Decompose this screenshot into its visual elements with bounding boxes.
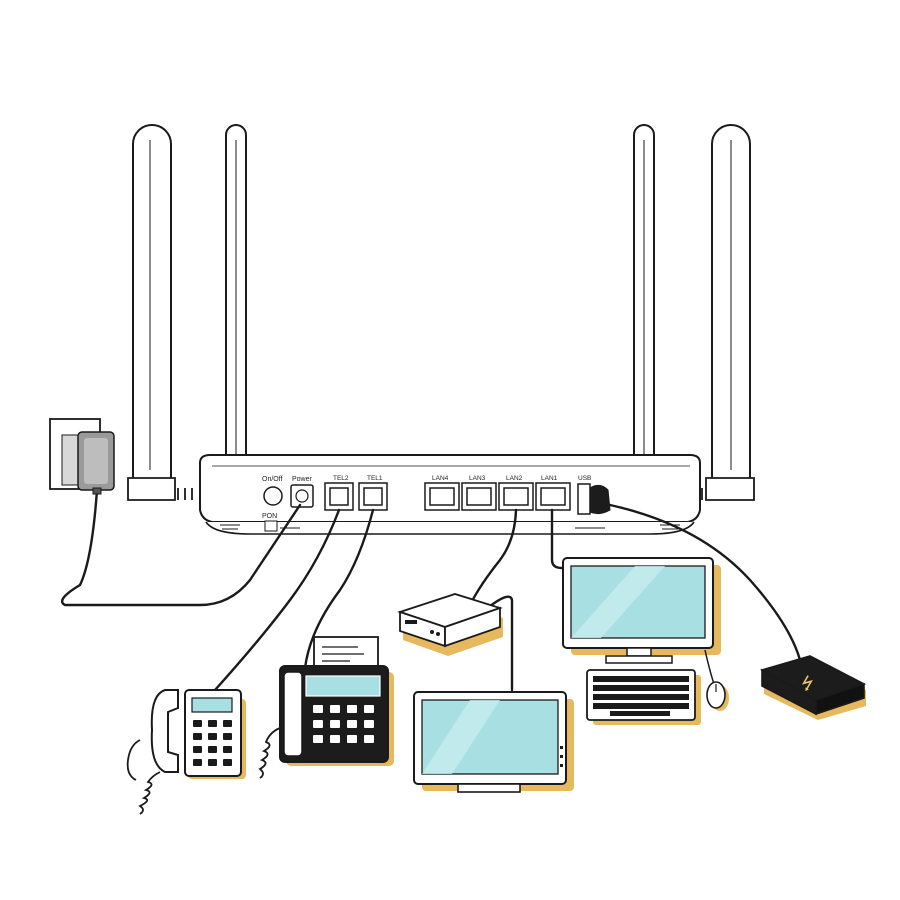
usb-port[interactable] [577,483,591,515]
lan1-label: LAN1 [541,475,558,482]
cables [60,488,802,692]
fax-machine-icon [258,636,394,779]
usb-label: USB [578,475,591,482]
telephone-icon [126,689,246,815]
usb-port-section: USB [577,475,611,515]
usb-drive-icon: ⭍ [759,655,867,720]
lan4-label: LAN4 [432,475,449,482]
pon-label: PON [262,513,277,520]
tel2-label: TEL2 [333,475,349,482]
desktop-computer-icon [562,557,729,725]
usb-plug [589,484,611,515]
pon-port[interactable] [264,520,278,532]
tel2-cable [213,508,341,692]
lan3-label: LAN3 [469,475,486,482]
tel-ports: TEL2 TEL1 [324,475,388,511]
power-section: On/Off Power PON [262,476,314,532]
lan2-cable [468,508,518,607]
antenna-1 [132,124,172,496]
lan1-cable [550,508,564,570]
onoff-button[interactable] [263,486,283,506]
lan-ports: LAN4 LAN3 LAN2 LAN1 [424,475,571,511]
tel1-label: TEL1 [367,475,383,482]
onoff-label: On/Off [262,476,283,483]
plug-adapter-icon [49,418,115,495]
power-cable [60,488,302,607]
usb-symbol-icon: ⭍ [799,672,817,694]
power-label: Power [292,476,313,483]
tel1-cable [303,508,375,670]
lan2-label: LAN2 [506,475,523,482]
usb-cable [608,503,802,662]
set-top-box-icon [397,593,503,656]
antennas [132,124,751,496]
television-icon [413,691,574,793]
